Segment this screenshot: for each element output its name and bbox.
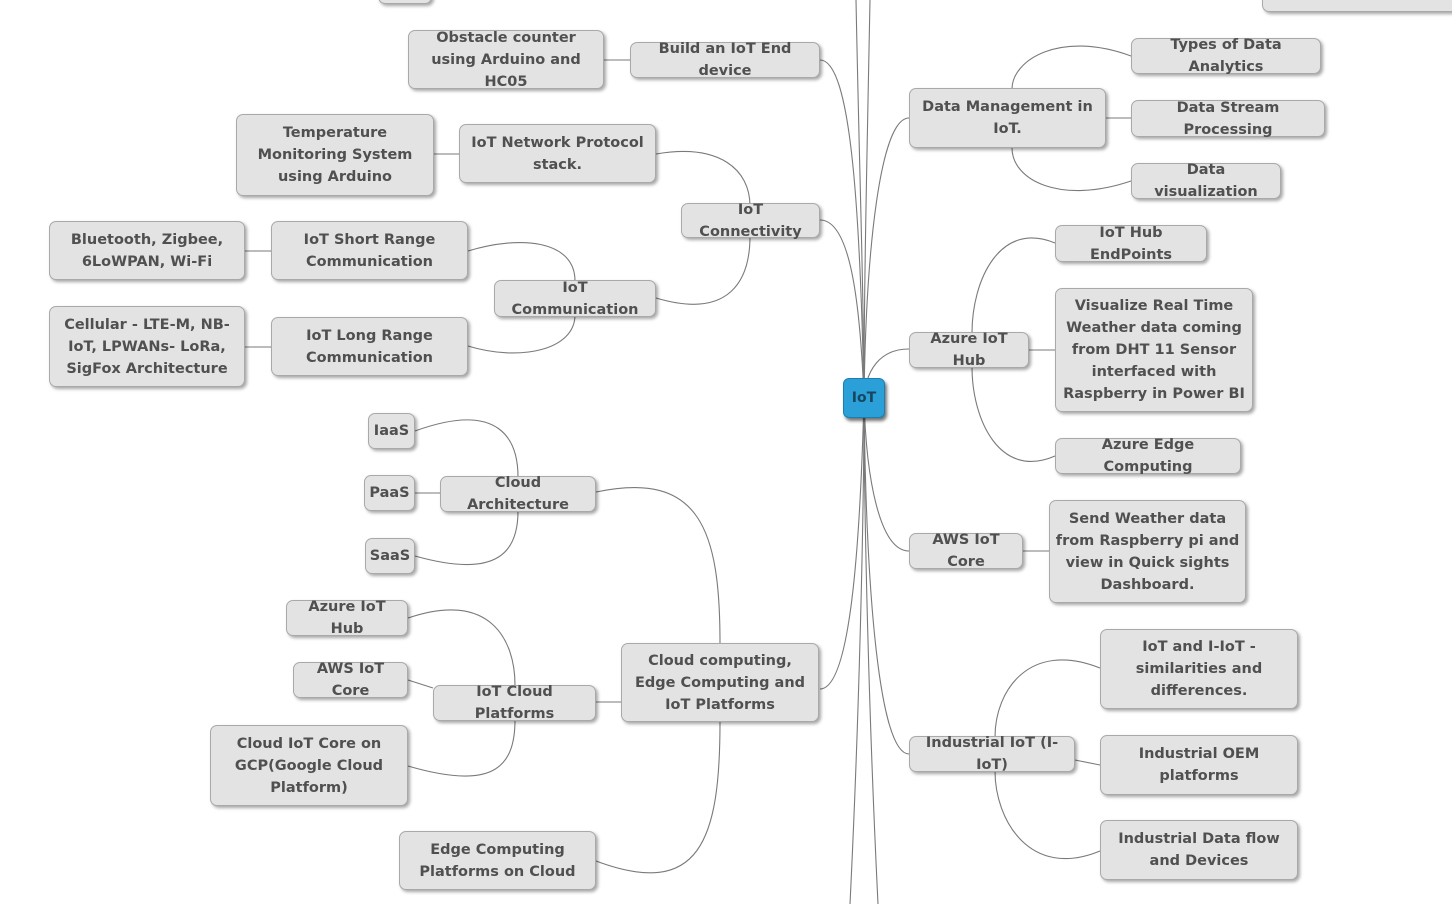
node-iaas[interactable]: IaaS [368,413,415,449]
node-industrial-data-flow[interactable]: Industrial Data flow and Devices [1100,820,1298,880]
connector-root-cloud [819,397,865,690]
node-industrial-oem[interactable]: Industrial OEM platforms [1100,735,1298,795]
node-network-protocol-stack[interactable]: IoT Network Protocol stack. [459,124,656,183]
node-aws-iot-core-leaf[interactable]: AWS IoT Core [293,661,408,699]
node-iot-hub-endpoints[interactable]: IoT Hub EndPoints [1055,225,1207,263]
node-aws-iot-core[interactable]: AWS IoT Core [909,532,1023,570]
connector-root-data [863,117,910,399]
node-iot-connectivity[interactable]: IoT Connectivity [681,202,820,240]
node-azure-iot-hub[interactable]: Azure IoT Hub [909,331,1029,369]
node-short-range[interactable]: IoT Short Range Communication [271,221,468,280]
connector-root-build [819,59,865,399]
connector-root-connectivity [819,219,865,399]
node-iot-cloud-platforms[interactable]: IoT Cloud Platforms [433,684,596,722]
node-paas[interactable]: PaaS [364,475,415,511]
node-iot-communication[interactable]: IoT Communication [494,280,656,318]
cropped-node-top-right[interactable] [1262,0,1452,12]
node-iot-vs-iiot[interactable]: IoT and I-IoT - similarities and differe… [1100,629,1298,709]
root-node-iot[interactable]: IoT [843,378,885,418]
connector-root-aws [863,397,910,552]
connector-root-industrial [863,397,910,755]
node-obstacle-counter[interactable]: Obstacle counter using Arduino and HC05 [408,30,604,90]
node-edge-platforms[interactable]: Edge Computing Platforms on Cloud [399,831,596,890]
node-send-weather-data[interactable]: Send Weather data from Raspberry pi and … [1049,500,1246,603]
node-build-end-device[interactable]: Build an IoT End device [630,41,820,79]
node-data-visualization[interactable]: Data visualization [1131,162,1281,200]
node-industrial-iot[interactable]: Industrial IoT (I-IoT) [909,735,1075,773]
node-visualize-weather[interactable]: Visualize Real Time Weather data coming … [1055,288,1253,412]
node-temperature-monitoring[interactable]: Temperature Monitoring System using Ardu… [236,114,434,196]
node-cloud-edge-platforms[interactable]: Cloud computing, Edge Computing and IoT … [621,643,819,722]
cropped-node-top-left[interactable] [378,0,432,4]
node-data-analytics-types[interactable]: Types of Data Analytics [1131,37,1321,75]
trunk-line [863,0,879,904]
node-azure-iot-hub-leaf[interactable]: Azure IoT Hub [286,599,408,637]
node-gcp-iot-core[interactable]: Cloud IoT Core on GCP(Google Cloud Platf… [210,725,408,806]
node-data-management[interactable]: Data Management in IoT. [909,88,1106,148]
node-azure-edge-computing[interactable]: Azure Edge Computing [1055,437,1241,475]
node-long-range[interactable]: IoT Long Range Communication [271,317,468,376]
node-data-stream-processing[interactable]: Data Stream Processing [1131,100,1325,138]
node-cloud-architecture[interactable]: Cloud Architecture [440,475,596,513]
node-short-range-tech[interactable]: Bluetooth, Zigbee, 6LoWPAN, Wi-Fi [49,221,245,280]
node-saas[interactable]: SaaS [365,538,415,574]
node-long-range-tech[interactable]: Cellular - LTE-M, NB-IoT, LPWANs- LoRa, … [49,306,245,387]
